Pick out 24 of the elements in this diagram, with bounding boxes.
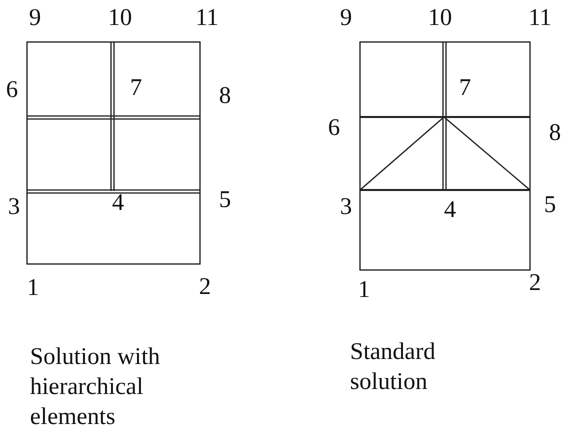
node-number: 11 (528, 5, 552, 31)
node-number: 11 (195, 5, 219, 31)
node-number: 1 (27, 275, 39, 301)
node-number: 4 (112, 190, 124, 216)
node-number: 9 (29, 5, 41, 31)
node-number: 10 (428, 5, 452, 31)
node-number: 5 (544, 192, 556, 218)
node-number: 4 (444, 197, 456, 223)
caption: Standard solution (350, 338, 436, 397)
node-number: 8 (549, 120, 561, 146)
node-number: 3 (340, 194, 352, 220)
node-number: 10 (108, 5, 132, 31)
node-number: 7 (459, 75, 471, 101)
node-number: 6 (328, 115, 340, 141)
node-number: 6 (6, 77, 18, 103)
node-number: 7 (130, 75, 142, 101)
node-number: 9 (340, 5, 352, 31)
node-number: 2 (199, 274, 211, 300)
node-number: 5 (219, 187, 231, 213)
node-number: 8 (219, 83, 231, 109)
node-number: 1 (358, 277, 370, 303)
node-number: 3 (8, 194, 20, 220)
node-number: 2 (529, 270, 541, 296)
caption: Solution with hierarchical elements (30, 343, 162, 432)
